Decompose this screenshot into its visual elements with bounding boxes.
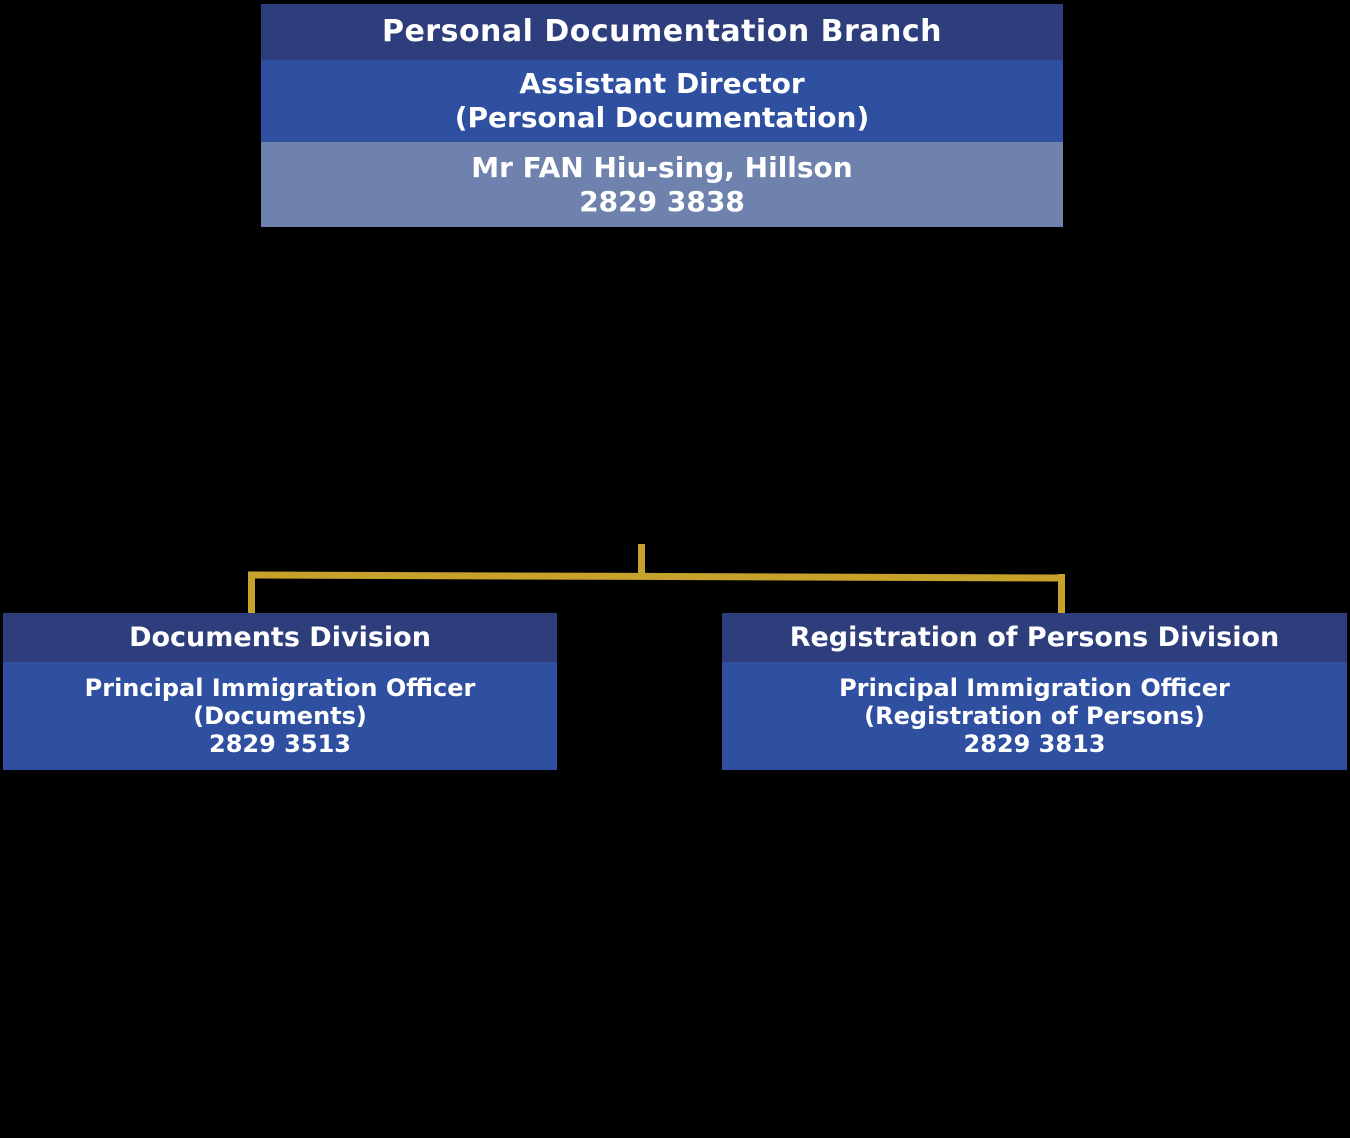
documents-post-title-line2: (Documents) (193, 702, 367, 730)
root-post-title-line2: (Personal Documentation) (454, 101, 870, 134)
registration-phone: 2829 3813 (963, 730, 1106, 758)
root-post-title-line1: Assistant Director (519, 67, 805, 100)
root-branch-title: Personal Documentation Branch (261, 4, 1063, 60)
division-box-registration-of-persons: Registration of Persons Division Princip… (722, 613, 1347, 770)
root-officer-name: Mr FAN Hiu-sing, Hillson (471, 151, 853, 184)
registration-post-title-line2: (Registration of Persons) (864, 702, 1205, 730)
division-box-documents: Documents Division Principal Immigration… (3, 613, 557, 770)
root-box-personal-documentation-branch: Personal Documentation Branch Assistant … (261, 4, 1063, 227)
documents-post-title-line1: Principal Immigration Officer (84, 674, 476, 702)
documents-division-post-band: Principal Immigration Officer (Documents… (3, 662, 557, 770)
registration-post-title-line1: Principal Immigration Officer (839, 674, 1230, 702)
root-officer-phone: 2829 3838 (579, 185, 745, 218)
root-post-title-band: Assistant Director (Personal Documentati… (261, 60, 1063, 142)
registration-division-title: Registration of Persons Division (722, 613, 1347, 662)
root-officer-band: Mr FAN Hiu-sing, Hillson 2829 3838 (261, 142, 1063, 227)
registration-division-post-band: Principal Immigration Officer (Registrat… (722, 662, 1347, 770)
connector-horizontal-line (247, 571, 1066, 582)
documents-division-title: Documents Division (3, 613, 557, 662)
documents-phone: 2829 3513 (209, 730, 351, 758)
